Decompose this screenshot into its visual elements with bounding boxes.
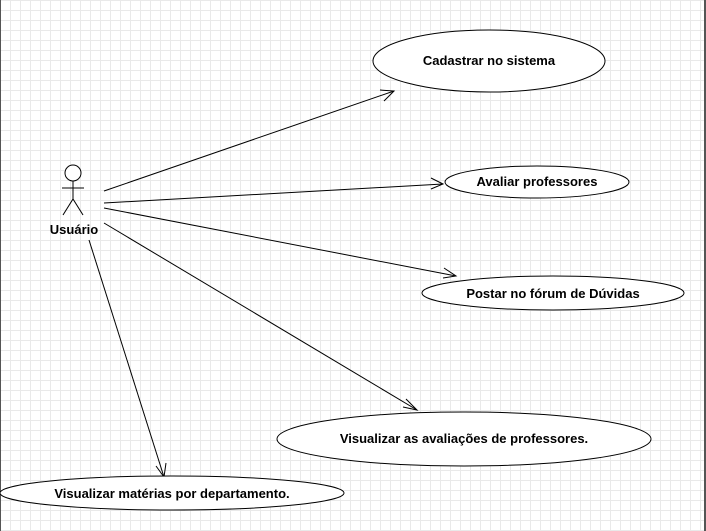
canvas-left-border [0,0,1,531]
use-case-label: Visualizar as avaliações de professores. [340,431,588,446]
actor-usuario[interactable]: Usuário [50,164,98,237]
association-uc5[interactable] [88,239,167,479]
association-uc3[interactable] [103,207,458,279]
use-case-avaliar[interactable]: Avaliar professores [444,165,630,199]
actor-right-leg [72,198,84,216]
use-case-visualizar-materias[interactable]: Visualizar matérias por departamento. [0,475,345,511]
association-uc1[interactable] [103,89,396,192]
association-uc2[interactable] [103,177,445,204]
canvas-right-border [704,0,706,531]
association-uc4[interactable] [103,222,419,411]
actor-left-leg [62,198,74,216]
use-case-label: Cadastrar no sistema [423,53,556,68]
actor-head [64,164,82,182]
use-case-postar[interactable]: Postar no fórum de Dúvidas [421,275,685,311]
use-case-label: Avaliar professores [477,174,598,189]
use-case-visualizar-avaliacoes[interactable]: Visualizar as avaliações de professores. [276,411,652,467]
use-case-label: Postar no fórum de Dúvidas [466,286,639,301]
use-case-label: Visualizar matérias por departamento. [54,486,289,501]
use-case-cadastrar[interactable]: Cadastrar no sistema [372,29,606,93]
actor-label: Usuário [50,222,98,237]
